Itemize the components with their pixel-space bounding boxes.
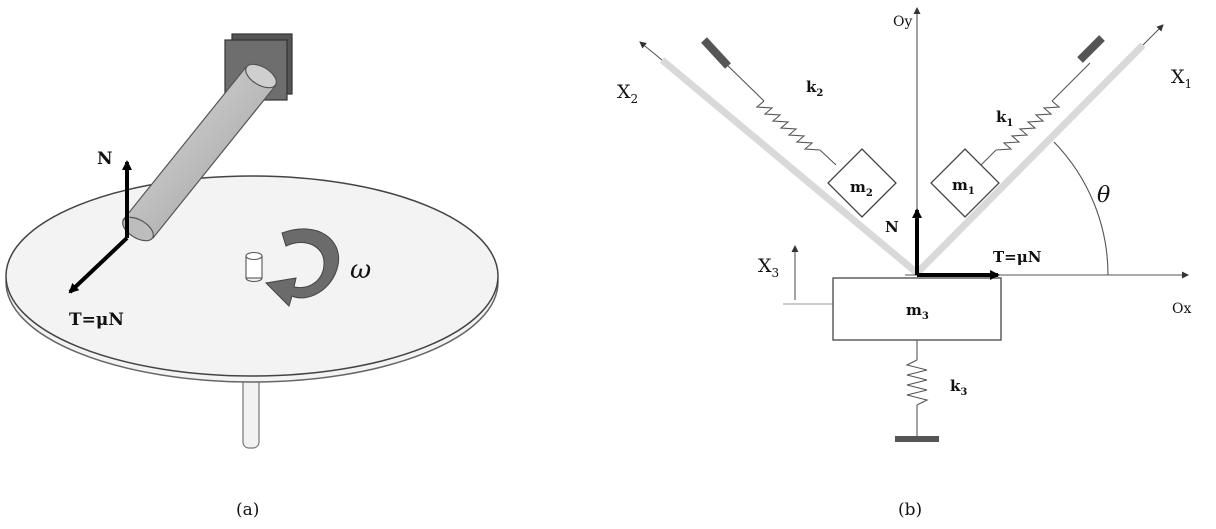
wall-k1 [1077,35,1105,63]
theta-arc [1053,141,1109,276]
x1-label: X1 [1171,66,1192,91]
caption-b: (b) [898,500,922,520]
friction-force-label: T=μN [69,310,124,330]
axis-x1 [1142,24,1164,46]
ox-label: Ox [1172,301,1191,317]
m2-label: m2 [850,178,873,199]
m3-label: m3 [906,301,929,322]
k1-label: k1 [996,108,1013,129]
x3-label: X3 [758,255,779,280]
k2-label: k2 [806,78,823,99]
rotating-disc [5,175,499,383]
pin-rod [122,63,277,242]
theta-label: θ [1097,183,1110,208]
normal-force-label-b: N [885,218,899,236]
figure-b: θ m1 m2 m3 [617,7,1192,520]
spring-k1 [980,35,1105,166]
caption-a: (a) [236,500,259,520]
normal-force-label: N [97,149,113,169]
center-cylinder-icon [245,251,263,283]
m1-label: m1 [952,176,975,197]
spring-k2 [701,37,837,166]
omega-label: ω [350,255,371,285]
figure-a: ω N T=μN (a) [5,33,499,520]
mass-m1 [930,148,1000,218]
oy-label: Oy [893,14,912,30]
axis-x2 [639,41,663,61]
x2-label: X2 [617,81,638,106]
mass-m3 [832,277,1002,341]
mass-m2 [827,148,897,218]
rotation-arrow-icon [264,228,340,307]
k3-label: k3 [950,377,967,398]
rail-x1 [914,42,1146,276]
wall-k2 [701,37,731,69]
spring-k3 [895,340,939,442]
friction-force-arrow [68,236,129,294]
friction-force-label-b: T=μN [993,248,1042,266]
rail-x2 [659,57,920,276]
